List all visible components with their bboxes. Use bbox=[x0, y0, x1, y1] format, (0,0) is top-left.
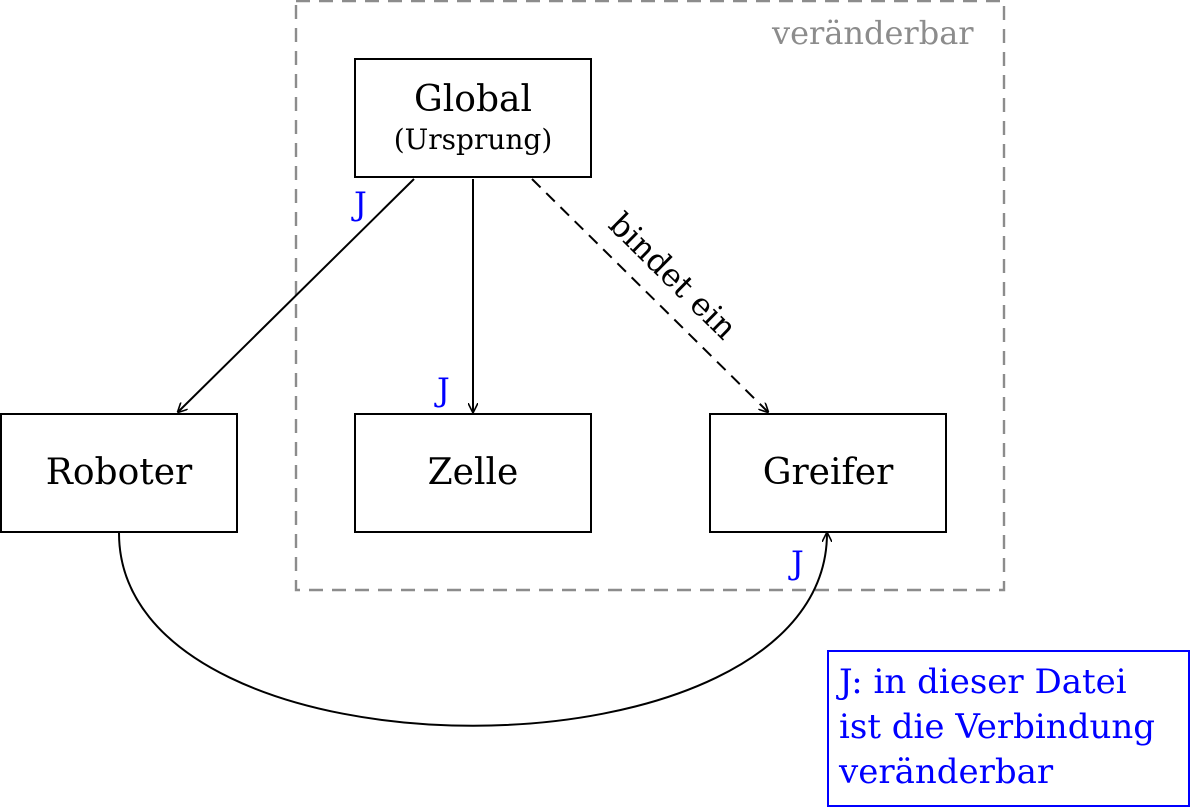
edge-global-greifer bbox=[531, 178, 768, 412]
changeable-region bbox=[294, 0, 1006, 592]
marker-global-zelle: J bbox=[437, 371, 450, 409]
node-greifer-label: Greifer bbox=[762, 452, 894, 493]
edge-roboter-greifer bbox=[118, 533, 827, 727]
marker-global-roboter: J bbox=[354, 185, 367, 223]
node-roboter: Roboter bbox=[0, 413, 238, 533]
node-greifer: Greifer bbox=[709, 413, 947, 533]
region-label: veränderbar bbox=[772, 14, 974, 52]
legend-line-2: ist die Verbindung bbox=[839, 707, 1156, 747]
node-zelle-label: Zelle bbox=[427, 452, 519, 493]
node-global-label: Global bbox=[414, 79, 532, 120]
edge-global-roboter bbox=[178, 178, 415, 412]
legend-box: J: in dieser Datei ist die Verbindung ve… bbox=[827, 650, 1190, 807]
legend-line-3: veränderbar bbox=[839, 752, 1054, 792]
node-roboter-label: Roboter bbox=[45, 452, 193, 493]
legend-line-1: J: in dieser Datei bbox=[839, 662, 1127, 702]
marker-roboter-greifer: J bbox=[791, 544, 804, 582]
node-global-sublabel: (Ursprung) bbox=[393, 123, 553, 156]
node-global: Global (Ursprung) bbox=[354, 58, 592, 178]
node-zelle: Zelle bbox=[354, 413, 592, 533]
